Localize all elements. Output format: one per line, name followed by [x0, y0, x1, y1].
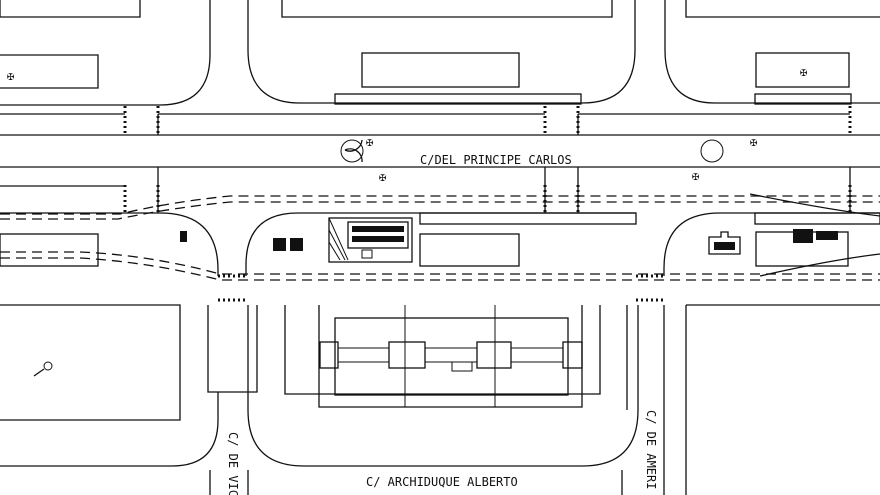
middle-left-block — [0, 212, 219, 276]
top-left-block — [0, 0, 211, 106]
middle-center-block — [245, 212, 637, 276]
svg-text:✠: ✠ — [366, 135, 373, 149]
svg-text:✠: ✠ — [800, 65, 807, 79]
svg-text:✠: ✠ — [7, 69, 14, 83]
middle-right-block — [663, 212, 880, 276]
bottom-center-block — [247, 305, 639, 467]
top-center-block — [247, 0, 636, 105]
label-de-america: C/ DE AMERI — [644, 410, 658, 489]
label-de-vic: C/ DE VIC — [226, 432, 240, 495]
label-principe-carlos: C/DEL PRINCIPE CARLOS — [420, 153, 572, 167]
top-right-block — [664, 0, 880, 105]
label-archiduque-alberto: C/ ARCHIDUQUE ALBERTO — [366, 475, 518, 489]
tram-lines — [0, 193, 880, 281]
bottom-right-block — [626, 304, 880, 495]
svg-text:✠: ✠ — [379, 170, 386, 184]
tree-icons: ✠ ✠ ✠ ✠ ✠ ✠ — [7, 65, 807, 184]
bottom-left-block — [0, 304, 258, 467]
svg-text:✠: ✠ — [692, 169, 699, 183]
svg-text:✠: ✠ — [750, 135, 757, 149]
